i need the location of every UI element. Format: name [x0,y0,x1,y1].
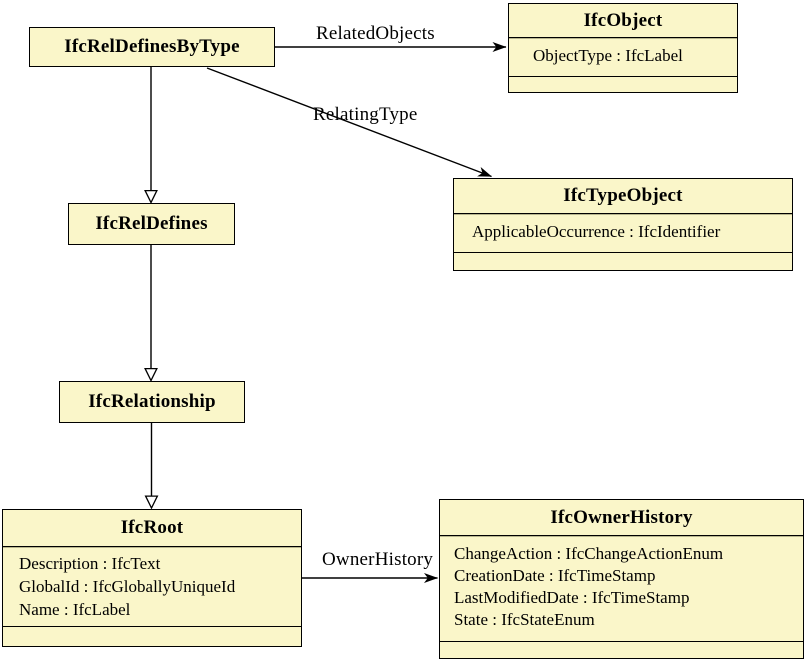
class-ifcroot[interactable]: IfcRoot Description : IfcText GlobalId :… [2,509,302,647]
class-title: IfcObject [583,9,663,31]
class-attribute: CreationDate : IfcTimeStamp [454,566,656,585]
class-ifcrelationship[interactable]: IfcRelationship [59,381,245,423]
class-attribute: Name : IfcLabel [19,600,131,619]
class-ifcownerhistory[interactable]: IfcOwnerHistory ChangeAction : IfcChange… [439,499,804,659]
class-ifctypeobject[interactable]: IfcTypeObject ApplicableOccurrence : Ifc… [453,178,793,271]
class-attributes: ApplicableOccurrence : IfcIdentifier [454,213,792,252]
class-footer-compartment [454,252,792,270]
class-attribute: ApplicableOccurrence : IfcIdentifier [472,222,721,241]
class-title: IfcRelDefinesByType [64,36,240,57]
class-title: IfcRelationship [88,391,216,412]
class-ifcobject[interactable]: IfcObject ObjectType : IfcLabel [508,3,738,93]
class-title: IfcOwnerHistory [550,506,693,528]
class-title: IfcRelDefines [95,213,208,234]
class-attribute: State : IfcStateEnum [454,610,595,629]
class-ifcreldefinesbytype[interactable]: IfcRelDefinesByType [29,27,275,67]
class-attribute: ObjectType : IfcLabel [533,46,683,65]
class-attributes: ObjectType : IfcLabel [509,37,737,76]
edge-label-relating-type: RelatingType [313,104,418,125]
edge-label-related-objects: RelatedObjects [316,23,435,44]
class-attributes: Description : IfcText GlobalId : IfcGlob… [3,546,301,626]
class-title: IfcTypeObject [563,185,683,206]
class-attribute: GlobalId : IfcGloballyUniqueId [19,577,236,596]
class-attribute: ChangeAction : IfcChangeActionEnum [454,544,724,563]
class-footer-compartment [3,626,301,646]
class-attributes: ChangeAction : IfcChangeActionEnum Creat… [440,535,803,641]
class-attribute: LastModifiedDate : IfcTimeStamp [454,588,690,607]
class-footer-compartment [440,641,803,658]
edge-label-owner-history: OwnerHistory [322,549,434,570]
class-title: IfcRoot [120,517,184,538]
class-footer-compartment [509,76,737,92]
class-ifcreldefines[interactable]: IfcRelDefines [68,203,235,245]
class-attribute: Description : IfcText [19,554,161,573]
